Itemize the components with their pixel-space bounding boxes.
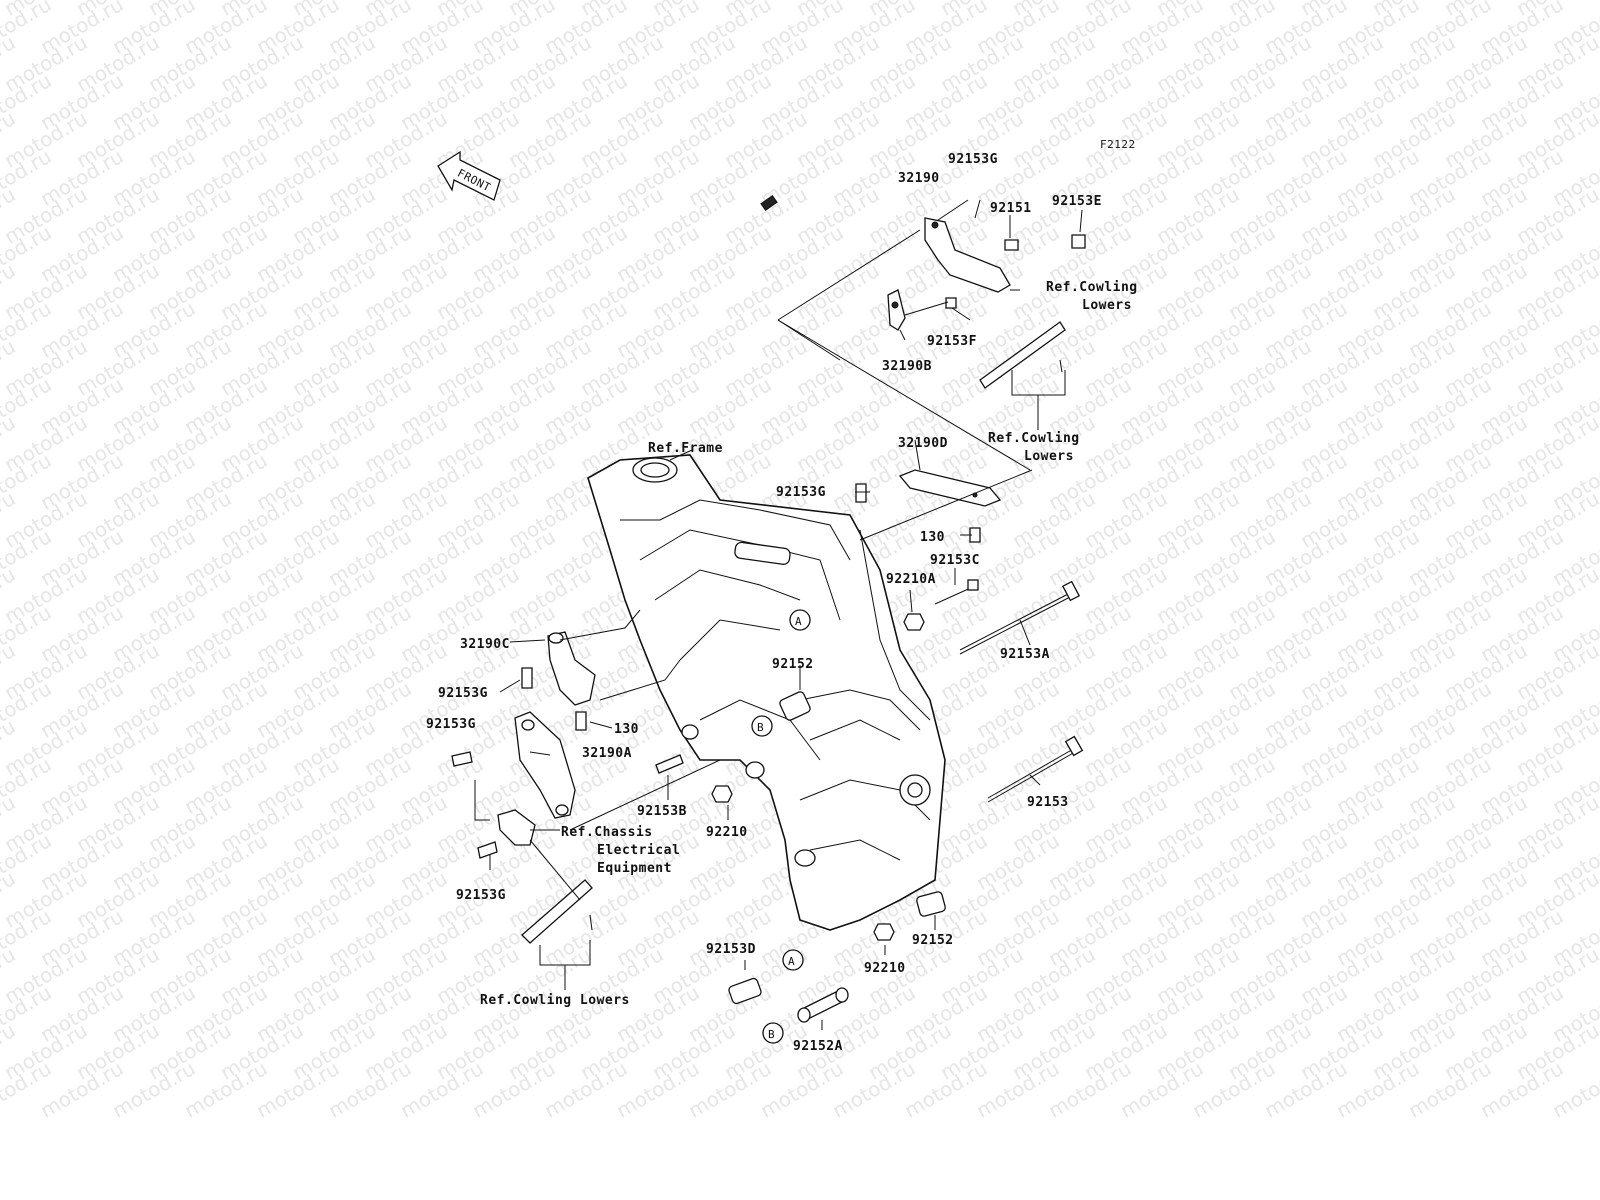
bolt-92153E bbox=[1071, 234, 1086, 249]
callout-a-upper: A bbox=[789, 609, 811, 631]
collar-92152-upper bbox=[779, 691, 811, 721]
cowling-stay-bottom bbox=[521, 879, 593, 944]
part-label: 32190C bbox=[460, 637, 510, 652]
part-label: 92210 bbox=[864, 961, 906, 976]
part-label: 92153G bbox=[776, 485, 826, 500]
part-label: 32190 bbox=[898, 171, 940, 186]
svg-text:A: A bbox=[795, 615, 802, 628]
svg-text:B: B bbox=[768, 1028, 775, 1041]
frame-drawing bbox=[587, 454, 946, 931]
collar-92153D bbox=[728, 977, 762, 1005]
part-label: 92153D bbox=[706, 942, 756, 957]
part-label: 92151 bbox=[990, 201, 1032, 216]
ref-frame-label: Ref.Frame bbox=[648, 441, 723, 456]
part-label: 92153F bbox=[927, 334, 977, 349]
bolt-92153F bbox=[904, 297, 957, 316]
part-label: 130 bbox=[920, 530, 945, 545]
part-label: 92153G bbox=[426, 717, 476, 732]
front-arrow-icon: FRONT bbox=[437, 150, 501, 201]
bolt-130-mid bbox=[969, 527, 981, 543]
part-label: 92152A bbox=[793, 1039, 843, 1054]
bracket-32190A bbox=[514, 711, 576, 819]
part-label: 92153E bbox=[1052, 194, 1102, 209]
ref-cowling-top-line2: Lowers bbox=[1082, 298, 1132, 313]
bolt-92153G-left3 bbox=[477, 841, 498, 859]
bracket-32190 bbox=[924, 217, 1011, 293]
ref-cowling-mid-line2: Lowers bbox=[1024, 449, 1074, 464]
part-label: 32190D bbox=[898, 436, 948, 451]
callout-a-lower: A bbox=[782, 949, 804, 971]
part-label: 92210A bbox=[886, 572, 936, 587]
ref-chassis-line3: Equipment bbox=[597, 861, 672, 876]
bolt-92153 bbox=[987, 735, 1084, 803]
part-label: 92153G bbox=[456, 888, 506, 903]
bolt-92153G-top bbox=[760, 195, 969, 221]
ref-chassis-line1: Ref.Chassis bbox=[561, 825, 653, 840]
part-label: 92153G bbox=[438, 686, 488, 701]
svg-text:B: B bbox=[757, 721, 764, 734]
bolt-92151 bbox=[1004, 239, 1019, 251]
part-label: 92210 bbox=[706, 825, 748, 840]
part-label: 92152 bbox=[772, 657, 814, 672]
part-label: 32190B bbox=[882, 359, 932, 374]
bracket-32190C bbox=[547, 631, 596, 706]
part-label: 92152 bbox=[912, 933, 954, 948]
ref-cowling-mid-line1: Ref.Cowling bbox=[988, 431, 1080, 446]
collar-92152-lower bbox=[916, 891, 946, 917]
part-label: 92153B bbox=[637, 804, 687, 819]
bolt-92153C bbox=[934, 579, 979, 605]
ref-cowling-bottom: Ref.Cowling Lowers bbox=[480, 993, 630, 1008]
part-label: 92153 bbox=[1027, 795, 1069, 810]
part-label: 130 bbox=[614, 722, 639, 737]
part-label: 92153C bbox=[930, 553, 980, 568]
part-label: 92153A bbox=[1000, 647, 1050, 662]
ref-cowling-top-line1: Ref.Cowling bbox=[1046, 280, 1138, 295]
bolt-92153G-mid bbox=[855, 483, 867, 503]
figure-code: F2122 bbox=[1100, 138, 1136, 151]
callout-b-lower: B bbox=[762, 1022, 784, 1044]
bolt-92153B bbox=[655, 754, 684, 774]
part-label: 32190A bbox=[582, 746, 632, 761]
svg-text:A: A bbox=[788, 955, 795, 968]
collar-92152A bbox=[797, 987, 849, 1023]
bolt-92153A bbox=[959, 580, 1081, 655]
leader-lines bbox=[474, 199, 1083, 1030]
callout-b-upper: B bbox=[751, 715, 773, 737]
nut-92210-upper bbox=[711, 785, 733, 803]
bolt-92153G-left1 bbox=[521, 667, 533, 689]
nut-92210A bbox=[903, 613, 925, 631]
bolt-92153G-left2 bbox=[451, 751, 473, 767]
bracket-chassis bbox=[497, 809, 536, 846]
nut-92210-lower bbox=[873, 923, 895, 941]
part-label: 92153G bbox=[948, 152, 998, 167]
cowling-stay-top bbox=[979, 321, 1066, 389]
bolt-130-left bbox=[575, 711, 587, 731]
ref-chassis-line2: Electrical bbox=[597, 843, 680, 858]
bracket-32190B bbox=[887, 289, 906, 331]
bracket-32190D bbox=[898, 469, 1002, 507]
